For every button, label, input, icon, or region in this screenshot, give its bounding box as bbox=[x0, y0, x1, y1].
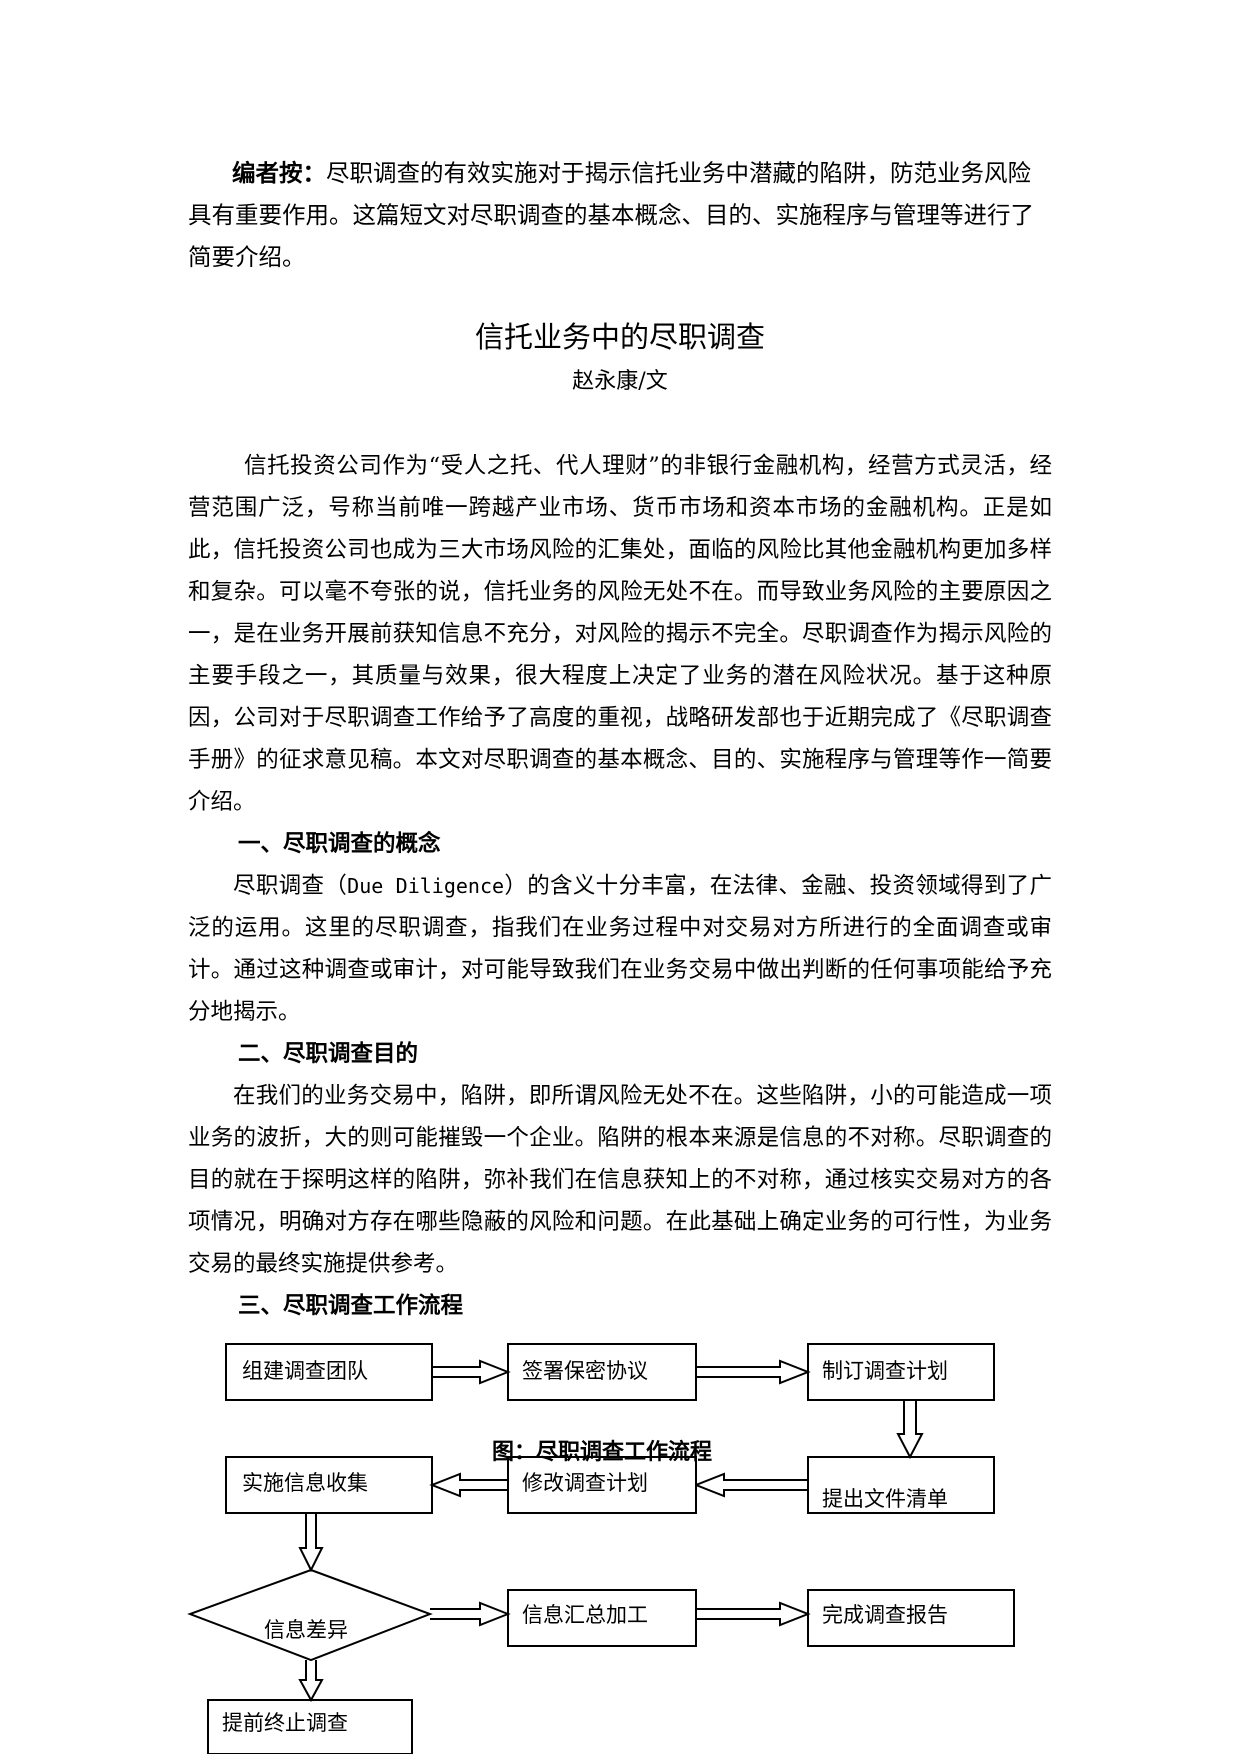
arrow-revise-collect bbox=[429, 1472, 508, 1498]
due-diligence-term: Due Diligence bbox=[347, 874, 505, 898]
intro-paragraph: 信托投资公司作为“受人之托、代人理财”的非银行金融机构，经营方式灵活，经营范围广… bbox=[188, 453, 1052, 815]
box-team bbox=[225, 1343, 433, 1401]
label-diff: 信息差异 bbox=[264, 1618, 348, 1642]
label-doclist: 提出文件清单 bbox=[822, 1487, 948, 1511]
article-author: 赵永康/文 bbox=[572, 369, 668, 394]
label-nda: 签署保密协议 bbox=[522, 1359, 648, 1383]
diamond-diff bbox=[187, 1568, 433, 1662]
arrow-doclist-revise bbox=[693, 1472, 808, 1498]
label-terminate: 提前终止调查 bbox=[222, 1711, 348, 1735]
concept-text-a: 尽职调查（ bbox=[233, 873, 348, 899]
arrow-collect-diff bbox=[298, 1513, 324, 1573]
arrow-plan-doclist bbox=[896, 1400, 924, 1460]
arrow-team-nda bbox=[432, 1359, 511, 1385]
label-plan: 制订调查计划 bbox=[822, 1359, 948, 1383]
flowchart-caption: 图：尽职调查工作流程 bbox=[492, 1439, 712, 1465]
label-revise: 修改调查计划 bbox=[522, 1471, 648, 1495]
label-collect: 实施信息收集 bbox=[242, 1471, 368, 1495]
box-doclist bbox=[807, 1456, 995, 1514]
arrow-process-report bbox=[696, 1601, 811, 1627]
workflow-flowchart: 组建调查团队 签署保密协议 制订调查计划 实施信息收集 提出文件清单 图：尽职调… bbox=[187, 1343, 1015, 1754]
section-heading-workflow: 三、尽职调查工作流程 bbox=[238, 1293, 464, 1319]
revise-label-backdrop bbox=[509, 1462, 695, 1512]
arrow-nda-plan bbox=[696, 1359, 811, 1385]
label-process: 信息汇总加工 bbox=[522, 1603, 648, 1627]
purpose-paragraph: 在我们的业务交易中，陷阱，即所谓风险无处不在。这些陷阱，小的可能造成一项业务的波… bbox=[188, 1083, 1052, 1277]
article-title: 信托业务中的尽职调查 bbox=[474, 320, 765, 354]
section-heading-concept: 一、尽职调查的概念 bbox=[238, 831, 441, 857]
editor-note-label: 编者按： bbox=[232, 159, 326, 187]
arrow-diff-terminate bbox=[298, 1660, 324, 1703]
editor-note: 编者按：尽职调查的有效实施对于揭示信托业务中潜藏的陷阱，防范业务风险具有重要作用… bbox=[188, 152, 1052, 278]
article-body: 信托投资公司作为“受人之托、代人理财”的非银行金融机构，经营方式灵活，经营范围广… bbox=[188, 445, 1052, 1327]
section-heading-purpose: 二、尽职调查目的 bbox=[238, 1041, 419, 1067]
arrow-diff-process bbox=[430, 1601, 511, 1627]
box-report bbox=[807, 1589, 1015, 1647]
label-team: 组建调查团队 bbox=[242, 1359, 368, 1383]
concept-text-b: ）的含义十分丰富，在法律、金融、投资领域得到了广泛的运用。这里的尽职调查，指我们… bbox=[188, 873, 1052, 1025]
editor-note-text: 尽职调查的有效实施对于揭示信托业务中潜藏的陷阱，防范业务风险具有重要作用。这篇短… bbox=[188, 159, 1034, 271]
label-report: 完成调查报告 bbox=[822, 1603, 948, 1627]
concept-paragraph: 尽职调查（Due Diligence）的含义十分丰富，在法律、金融、投资领域得到… bbox=[188, 865, 1052, 1033]
